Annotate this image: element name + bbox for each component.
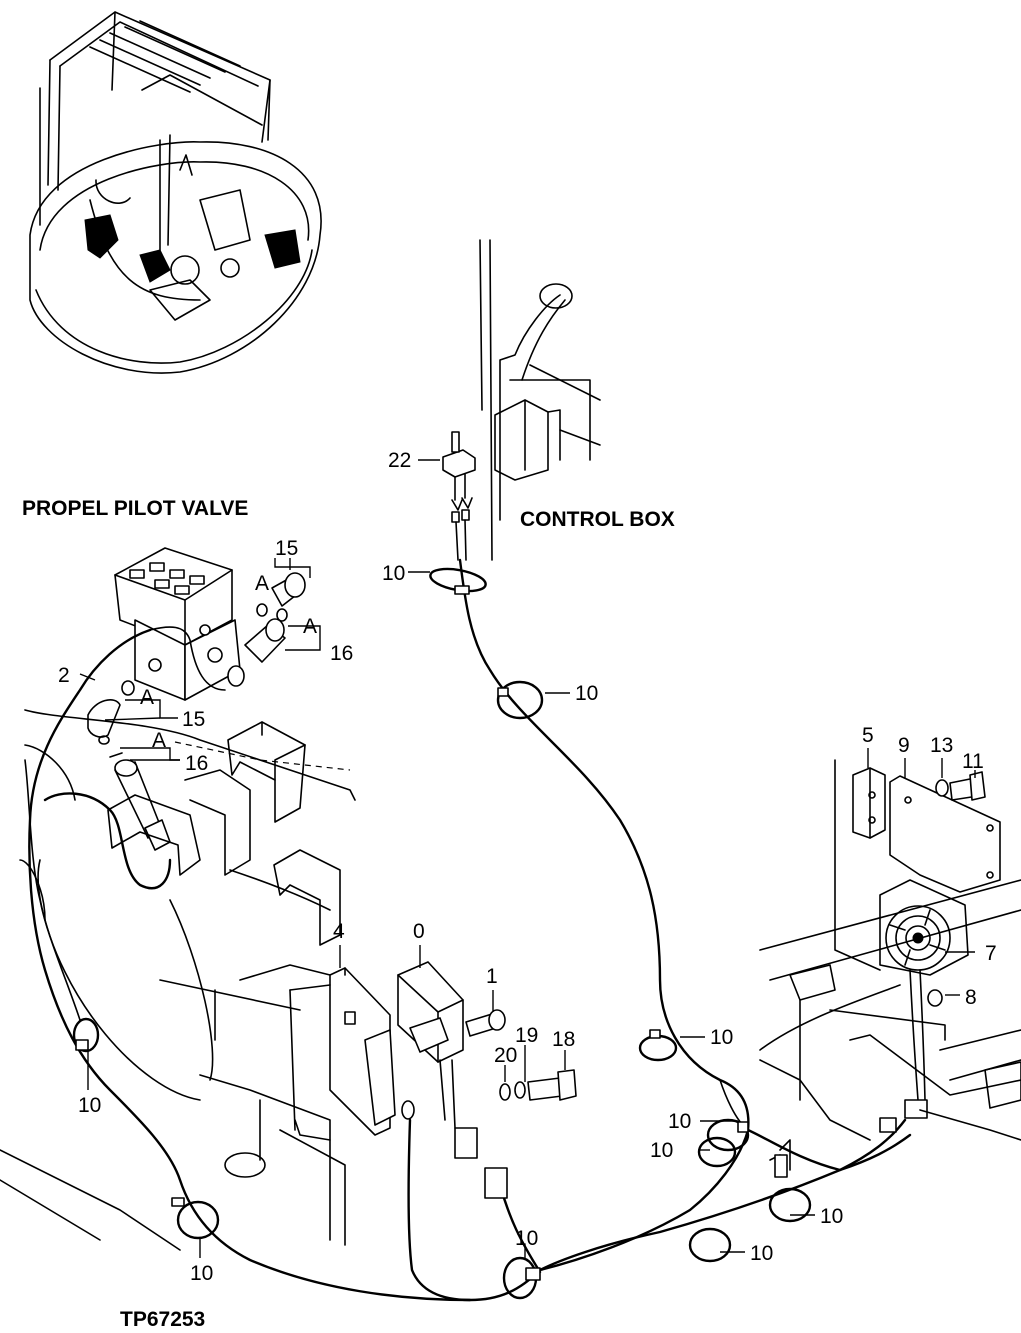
clamp-10-left (72, 1017, 100, 1053)
frame-chassis-illustration (0, 709, 356, 1251)
sensor-and-bracket-illustration (759, 759, 1021, 1176)
propel-pilot-valve-title: PROPEL PILOT VALVE (22, 497, 248, 520)
drawing-number: TP67253 (120, 1308, 205, 1331)
control-box-title: CONTROL BOX (520, 508, 675, 531)
callout-10-bottom-center: 10 (515, 1227, 538, 1250)
machine-overview-illustration (29, 11, 322, 374)
callout-7: 7 (985, 942, 997, 965)
callout-a-1: A (255, 572, 269, 595)
clamp-10-upper-right (496, 680, 544, 720)
clamp-10-bottom-center (502, 1256, 541, 1300)
controller-and-bracket-illustration (289, 961, 577, 1159)
clamp-10-right-1 (706, 1118, 750, 1152)
toggle-switch-22 (442, 431, 476, 561)
callout-13: 13 (930, 734, 953, 757)
callout-10-top: 10 (382, 562, 405, 585)
callout-10-left: 10 (78, 1094, 101, 1117)
clamp-10-right-4 (688, 1227, 732, 1263)
callout-10-bottom-left: 10 (190, 1262, 213, 1285)
callout-2: 2 (58, 664, 70, 687)
callout-a-4: A (152, 729, 166, 752)
callout-a-3: A (140, 686, 154, 709)
callout-15-lower: 15 (182, 708, 205, 731)
callout-15-upper: 15 (275, 537, 298, 560)
clamp-10-bottom-left (171, 1197, 220, 1240)
clamp-10-mid (638, 1029, 678, 1062)
callout-10-right-1: 10 (668, 1110, 691, 1133)
clamp-10-top (429, 567, 487, 595)
callout-8: 8 (965, 986, 977, 1009)
callout-9: 9 (898, 734, 910, 757)
callout-20: 20 (494, 1044, 517, 1067)
callout-18: 18 (552, 1028, 575, 1051)
wiring-harness (28, 558, 912, 1302)
callout-a-2: A (303, 615, 317, 638)
callout-10-right-2: 10 (650, 1139, 673, 1162)
callout-11: 11 (962, 750, 984, 773)
connector-plug (879, 1117, 897, 1133)
clamp-10-right-2 (697, 1136, 737, 1168)
leader-lines (79, 459, 976, 1258)
callout-5: 5 (862, 724, 874, 747)
callout-4: 4 (333, 920, 345, 943)
callout-16-upper: 16 (330, 642, 353, 665)
callout-labels: 22 15 A A 16 2 A 15 A 16 10 10 5 9 13 11… (58, 449, 997, 1285)
callout-10-right-4: 10 (750, 1242, 773, 1265)
control-box-illustration (479, 239, 601, 561)
callout-1: 1 (486, 965, 498, 988)
callout-22: 22 (388, 449, 411, 472)
propel-pilot-valve-illustration (87, 547, 306, 851)
callout-10-right-3: 10 (820, 1205, 843, 1228)
callout-0: 0 (413, 920, 425, 943)
callout-10-upper-right: 10 (575, 682, 598, 705)
callout-16-lower: 16 (185, 752, 208, 775)
callout-10-mid: 10 (710, 1026, 733, 1049)
callout-19: 19 (515, 1024, 538, 1047)
clamp-10-right-3 (768, 1154, 812, 1223)
